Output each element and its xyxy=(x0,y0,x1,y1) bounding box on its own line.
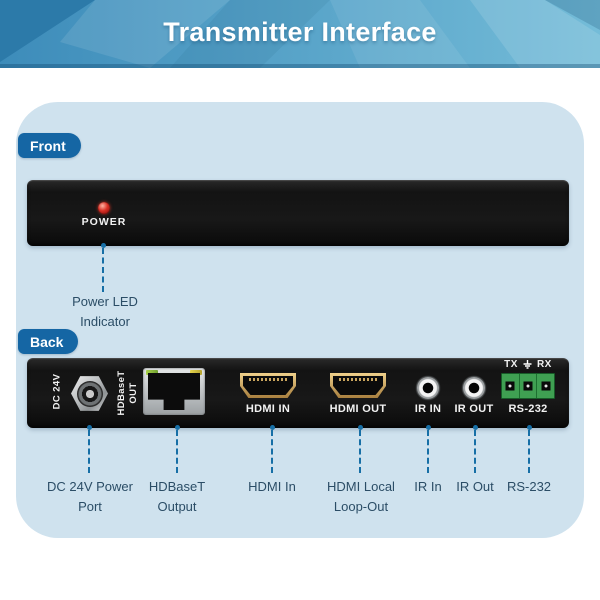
callout-line-ir-out xyxy=(472,425,478,473)
power-led-icon xyxy=(98,202,110,214)
annotation-line: Indicator xyxy=(80,314,130,329)
hdmi-in-port xyxy=(240,373,296,398)
dc-jack-ring xyxy=(76,380,103,407)
annotation-line: IR In xyxy=(414,479,442,494)
hdbaset-label-line: OUT xyxy=(128,382,139,404)
rs232-pin xyxy=(502,374,520,398)
rs232-txrx-label: TX RX xyxy=(488,359,568,370)
hdmi-out-pins xyxy=(339,378,377,381)
annotation-hdmi-in: HDMI In xyxy=(202,477,342,497)
rs232-terminal-block xyxy=(501,373,555,399)
front-panel: POWER xyxy=(27,180,569,246)
hdmi-out-port xyxy=(330,373,386,398)
annotation-rs232: RS-232 xyxy=(459,477,599,497)
annotation-hdmi-loop-out: HDMI Local Loop-Out xyxy=(291,477,431,517)
hdbaset-label-line: HDBaseT xyxy=(116,370,127,416)
ir-in-jack xyxy=(417,377,439,399)
annotation-line: Loop-Out xyxy=(333,499,389,514)
annotation-power-led: Power LED Indicator xyxy=(35,292,175,332)
rs232-pin xyxy=(537,374,554,398)
header-banner: Transmitter Interface xyxy=(0,0,600,68)
dc-power-jack xyxy=(71,376,108,411)
rs232-label: RS-232 xyxy=(508,403,548,415)
annotation-line: Output xyxy=(157,499,197,514)
annotation-line: Power LED xyxy=(72,294,138,309)
annotation-line: HDMI In xyxy=(248,479,296,494)
tx-label: TX xyxy=(504,359,518,370)
ir-out-label: IR OUT xyxy=(454,403,494,415)
front-badge: Front xyxy=(18,133,81,158)
dc-24v-port-label: DC 24V xyxy=(51,373,63,410)
rx-label: RX xyxy=(536,359,552,370)
annotation-dc-power: DC 24V Power Port xyxy=(20,477,160,517)
banner-pattern-graphic xyxy=(0,0,600,68)
annotation-ir-out: IR Out xyxy=(405,477,545,497)
callout-line-rs232 xyxy=(526,425,532,473)
hdbaset-rj45-port xyxy=(143,368,205,415)
back-badge: Back xyxy=(18,329,79,354)
hdmi-in-pins xyxy=(249,378,287,381)
annotation-line: HDMI Local xyxy=(327,479,395,494)
annotation-line: IR Out xyxy=(456,479,494,494)
hdbaset-out-port-label: HDBaseT OUT xyxy=(116,363,140,423)
hdmi-in-label: HDMI IN xyxy=(245,403,291,415)
annotation-line: Port xyxy=(78,499,102,514)
annotation-line: DC 24V Power xyxy=(47,479,133,494)
annotation-line: RS-232 xyxy=(506,479,552,494)
annotation-line: HDBaseT xyxy=(148,479,206,494)
annotation-hdbaset: HDBaseT Output xyxy=(107,477,247,517)
power-label: POWER xyxy=(81,216,127,228)
callout-line-hdmi-in xyxy=(269,425,275,473)
hdmi-out-label: HDMI OUT xyxy=(329,403,387,415)
callout-line-dc xyxy=(86,425,92,473)
rj45-green-led-icon xyxy=(146,370,158,375)
rj45-opening xyxy=(148,373,200,410)
rj45-yellow-led-icon xyxy=(190,370,202,375)
back-panel: DC 24V HDBaseT OUT HDMI IN HDMI OUT IR I… xyxy=(27,358,569,428)
earth-ground-icon xyxy=(523,359,532,369)
callout-line-power-led xyxy=(100,243,106,292)
rs232-pin xyxy=(520,374,538,398)
page-title: Transmitter Interface xyxy=(163,16,437,47)
ir-in-label: IR IN xyxy=(414,403,442,415)
callout-line-hdmi-out xyxy=(357,425,363,473)
callout-line-ir-in xyxy=(425,425,431,473)
annotation-ir-in: IR In xyxy=(358,477,498,497)
callout-dot xyxy=(100,243,106,248)
callout-line-hdbaset xyxy=(174,425,180,473)
content-card xyxy=(16,102,584,538)
ir-out-jack xyxy=(463,377,485,399)
